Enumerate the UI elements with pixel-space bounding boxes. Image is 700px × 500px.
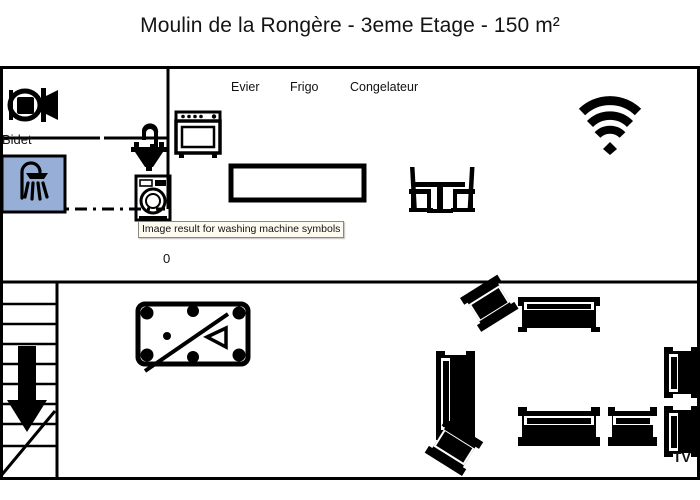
armchair-icon	[424, 418, 484, 476]
up-arrow-icon	[7, 346, 47, 432]
kitchen-sink-icon	[131, 123, 167, 171]
toilet-icon	[7, 88, 58, 122]
armchair-icon	[664, 347, 700, 398]
page-title: Moulin de la Rongère - 3eme Etage - 150 …	[140, 14, 560, 37]
pool-billiard-table-icon	[135, 301, 251, 373]
shower-area	[0, 154, 67, 214]
label-bidet: Bidet	[2, 132, 32, 147]
kitchen-island-counter	[228, 163, 367, 203]
stove-oven-icon	[174, 110, 222, 158]
dashed-partition-lines	[48, 136, 165, 211]
label-tv: TV	[673, 449, 691, 465]
floor-plan-canvas	[0, 66, 700, 480]
label-evier: Evier	[231, 80, 260, 94]
floor-plan-svg	[0, 66, 700, 480]
outer-walls	[0, 66, 700, 480]
washing-machine-icon	[134, 174, 172, 222]
sofa-icon	[608, 407, 657, 446]
washing-machine-tooltip: Image result for washing machine symbols	[138, 221, 345, 239]
label-frigo: Frigo	[290, 80, 319, 94]
shower-icon	[20, 161, 49, 201]
playing-card-club-icon	[381, 477, 417, 480]
armchair-icon	[460, 274, 519, 332]
sofa-icon	[518, 407, 600, 446]
label-congelateur: Congelateur	[350, 80, 419, 94]
label-zero: 0	[163, 251, 171, 266]
sofa-icon	[518, 297, 600, 332]
stairs-icon	[0, 302, 57, 478]
armchair-icon	[664, 406, 700, 457]
sofa-icon	[436, 351, 475, 440]
dining-table-chairs-icon	[409, 167, 475, 213]
wifi-icon	[578, 96, 642, 155]
